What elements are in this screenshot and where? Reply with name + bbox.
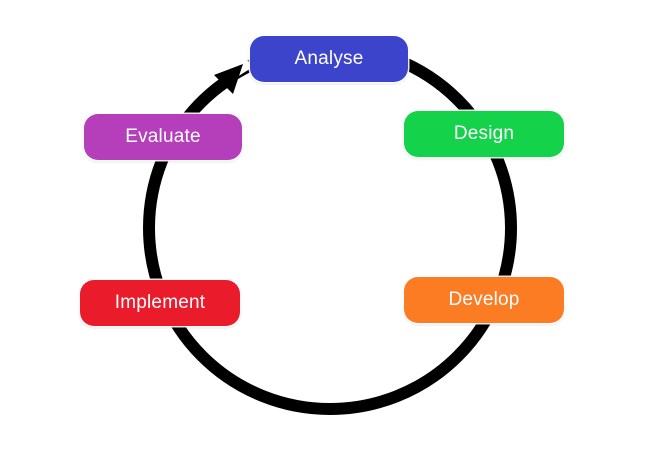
stage-analyse: Analyse <box>250 36 408 82</box>
cycle-arrow-head <box>214 64 243 94</box>
stage-design: Design <box>404 111 564 157</box>
stage-develop: Develop <box>404 277 564 323</box>
stage-implement: Implement <box>80 280 240 326</box>
stage-evaluate: Evaluate <box>84 114 242 160</box>
